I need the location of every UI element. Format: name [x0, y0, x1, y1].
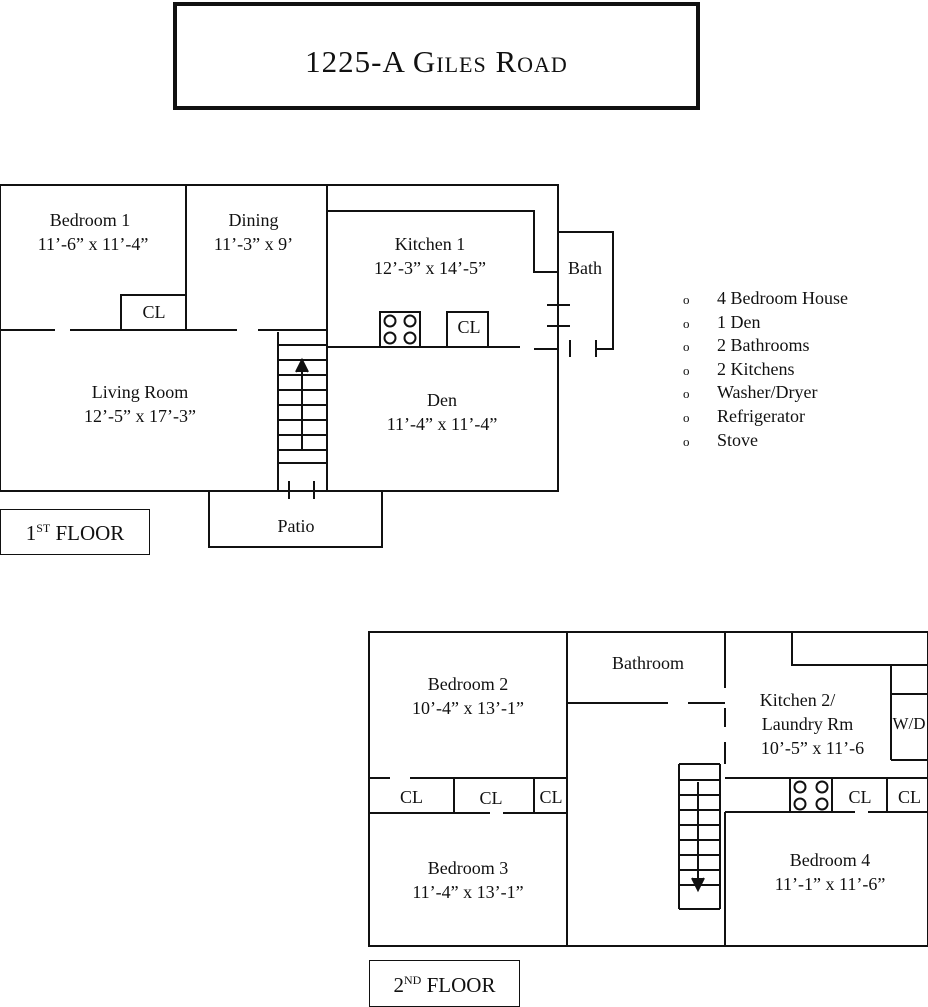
room-bedroom-4-dims: 11’-1” x 11’-6” — [774, 874, 886, 894]
closet-e-label: CL — [897, 787, 921, 807]
room-bedroom-4-name: Bedroom 4 — [789, 850, 871, 870]
room-dining-dims: 11’-3” x 9’ — [213, 234, 294, 254]
bullet-icon: o — [683, 433, 690, 449]
closet-c-label: CL — [539, 787, 563, 807]
bullet-icon: o — [683, 409, 690, 425]
room-bedroom-2-name: Bedroom 2 — [427, 674, 509, 694]
bullet-icon: o — [683, 339, 690, 355]
second-floor-word: FLOOR — [426, 973, 496, 997]
room-living-dims: 12’-5” x 17’-3” — [84, 406, 196, 426]
closet-d-label: CL — [848, 787, 872, 807]
second-floor-walls — [368, 631, 928, 947]
room-dining-name: Dining — [228, 210, 279, 230]
room-bedroom-1-name: Bedroom 1 — [49, 210, 131, 230]
closet-b-label: CL — [479, 788, 503, 808]
room-bedroom-3-name: Bedroom 3 — [427, 858, 509, 878]
bullet-icon: o — [683, 315, 690, 331]
room-kitchen-2-dims: 10’-5” x 11’-6 — [760, 738, 865, 758]
second-floor-num: 2 — [393, 973, 405, 997]
first-floor-sup: ST — [36, 521, 51, 535]
bullet-icon: o — [683, 292, 690, 307]
first-floor-walls — [0, 184, 614, 548]
page-title: 1225-A Giles Road — [305, 44, 568, 79]
room-bedroom-2-dims: 10’-4” x 13’-1” — [412, 698, 524, 718]
room-kitchen-1-name: Kitchen 1 — [394, 234, 466, 254]
second-floor-sup: ND — [404, 973, 422, 987]
room-kitchen-2-name-line2: Laundry Rm — [761, 714, 854, 734]
room-bath-name: Bath — [568, 258, 602, 278]
first-floor-num: 1 — [25, 521, 37, 545]
room-kitchen-1-dims: 12’-3” x 14’-5” — [374, 258, 486, 278]
first-floor-tag: 1ST FLOOR — [0, 509, 150, 555]
room-bedroom-3-dims: 11’-4” x 13’-1” — [412, 882, 524, 902]
room-kitchen-2-name-line1: Kitchen 2/ — [759, 690, 836, 710]
washer-dryer-label: W/D — [892, 714, 926, 733]
bullet-icon: o — [683, 386, 690, 402]
room-den-dims: 11’-4” x 11’-4” — [386, 414, 498, 434]
room-bedroom-1-dims: 11’-6” x 11’-4” — [37, 234, 149, 254]
room-den-name: Den — [427, 390, 457, 410]
room-living-name: Living Room — [91, 382, 189, 402]
second-floor-tag: 2ND FLOOR — [369, 960, 520, 1007]
closet-2-label: CL — [457, 317, 481, 337]
room-bathroom-name: Bathroom — [612, 653, 684, 673]
first-floor-word: FLOOR — [55, 521, 125, 545]
closet-a-label: CL — [399, 787, 423, 807]
closet-1-label: CL — [142, 302, 166, 322]
bullet-icon: o — [683, 362, 690, 378]
title-box: 1225-A Giles Road — [173, 2, 700, 110]
room-patio-name: Patio — [277, 516, 315, 536]
